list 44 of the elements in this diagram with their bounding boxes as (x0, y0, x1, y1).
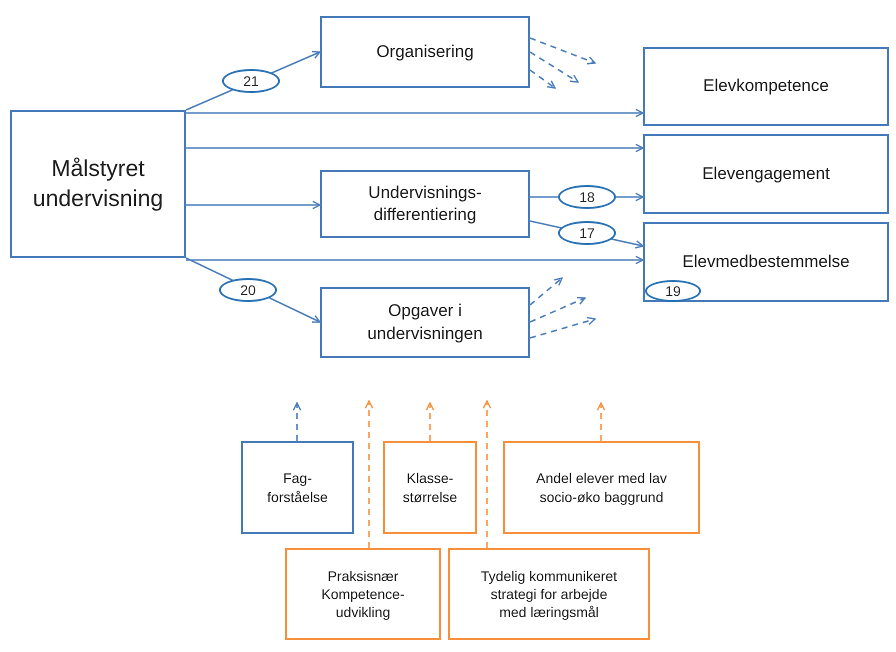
box-label: Undervisnings-differentiering (367, 182, 483, 226)
box-label: Fag-forståelse (266, 469, 329, 506)
dashed-arrow (530, 37, 596, 64)
box-label: Andel elever med lav socio-øko baggrund (535, 469, 668, 506)
text-box (503, 441, 700, 534)
text-box (241, 441, 354, 534)
box-label: Opgaver i undervisningen (366, 300, 484, 344)
dashed-arrow (364, 400, 374, 548)
box-label: Målstyret undervisning (32, 154, 164, 213)
text-box (285, 548, 441, 640)
text-box (448, 548, 650, 640)
text-box (320, 287, 530, 358)
text-box (643, 134, 889, 214)
number-oval: 19 (645, 280, 701, 302)
dashed-arrow (530, 51, 579, 83)
box-label: Elevengagement (702, 162, 830, 185)
box-label: Elevmedbestemmelse (682, 250, 850, 273)
dashed-arrow (482, 400, 492, 548)
arrow (186, 256, 644, 264)
text-box (320, 16, 530, 88)
dashed-arrow (292, 402, 302, 441)
dashed-arrow (530, 316, 596, 339)
box-label: Klasse-størrelse (402, 469, 458, 506)
arrow (186, 108, 644, 118)
dashed-arrow (529, 277, 563, 306)
arrow (186, 144, 644, 152)
text-box (383, 441, 477, 534)
box-label: Tydelig kommunikeret strategi for arbejde med læringsmål (480, 566, 618, 622)
dashed-arrow (530, 296, 586, 323)
edge-label: 21 (222, 69, 280, 93)
text-box (320, 170, 530, 238)
box-label: Organisering (376, 40, 474, 63)
box-label: Praksisnær Kompetence-udvikling (320, 566, 406, 622)
text-box (643, 222, 889, 302)
box-label: Elevkompetence (703, 75, 829, 98)
edge-label: 17 (558, 221, 616, 245)
edge-label: 20 (219, 278, 277, 302)
dashed-arrow (596, 402, 606, 441)
text-box (10, 110, 186, 258)
text-box (643, 47, 889, 126)
arrow (186, 200, 321, 210)
dashed-arrow (426, 402, 434, 441)
edge-label: 18 (558, 185, 616, 209)
dashed-arrow (530, 69, 556, 89)
